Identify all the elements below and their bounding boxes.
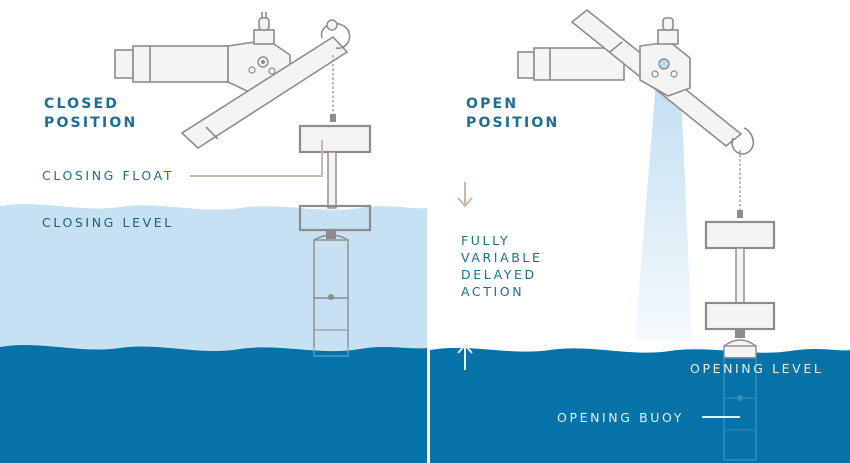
panel-divider [427, 0, 430, 463]
opening-lower-float [704, 301, 776, 331]
opening-water [430, 347, 850, 463]
open-title-line1: OPEN [466, 96, 518, 112]
closed-arm-mechanism [114, 12, 351, 150]
closed-panel: CLOSED POSITION CLOSING FLOAT CLOSING LE… [0, 12, 427, 463]
closed-title-line1: CLOSED [44, 96, 119, 112]
open-float-rod [735, 247, 745, 305]
open-buoy-connector [735, 330, 745, 338]
float-rod [327, 151, 337, 209]
opening-buoy [723, 339, 757, 461]
opening-upper-float [704, 220, 776, 250]
buoy-connector [326, 231, 336, 239]
water-flow-beam [635, 70, 692, 340]
open-title-line2: POSITION [466, 115, 559, 131]
delay-line4: ACTION [461, 284, 524, 299]
delay-line1: FULLY [461, 233, 510, 248]
closing-level-label: CLOSING LEVEL [42, 215, 174, 230]
closing-float [298, 124, 372, 154]
closing-float-leader [190, 140, 323, 177]
arrow-up-icon [457, 343, 473, 370]
open-arm-mechanism [517, 8, 755, 218]
closed-buoy-submerged [313, 347, 349, 357]
delay-line3: DELAYED [461, 267, 537, 282]
delay-line2: VARIABLE [461, 250, 542, 265]
open-panel: OPEN POSITION FULLY VARIABLE DELAYED ACT… [430, 0, 850, 463]
arrow-down-icon [457, 182, 473, 208]
closing-level-box [298, 204, 372, 232]
opening-level-label: OPENING LEVEL [690, 361, 823, 376]
closed-deep-water [0, 344, 427, 463]
closing-float-label: CLOSING FLOAT [42, 168, 174, 183]
closed-title-line2: POSITION [44, 115, 137, 131]
opening-buoy-label: OPENING BUOY [557, 410, 684, 425]
